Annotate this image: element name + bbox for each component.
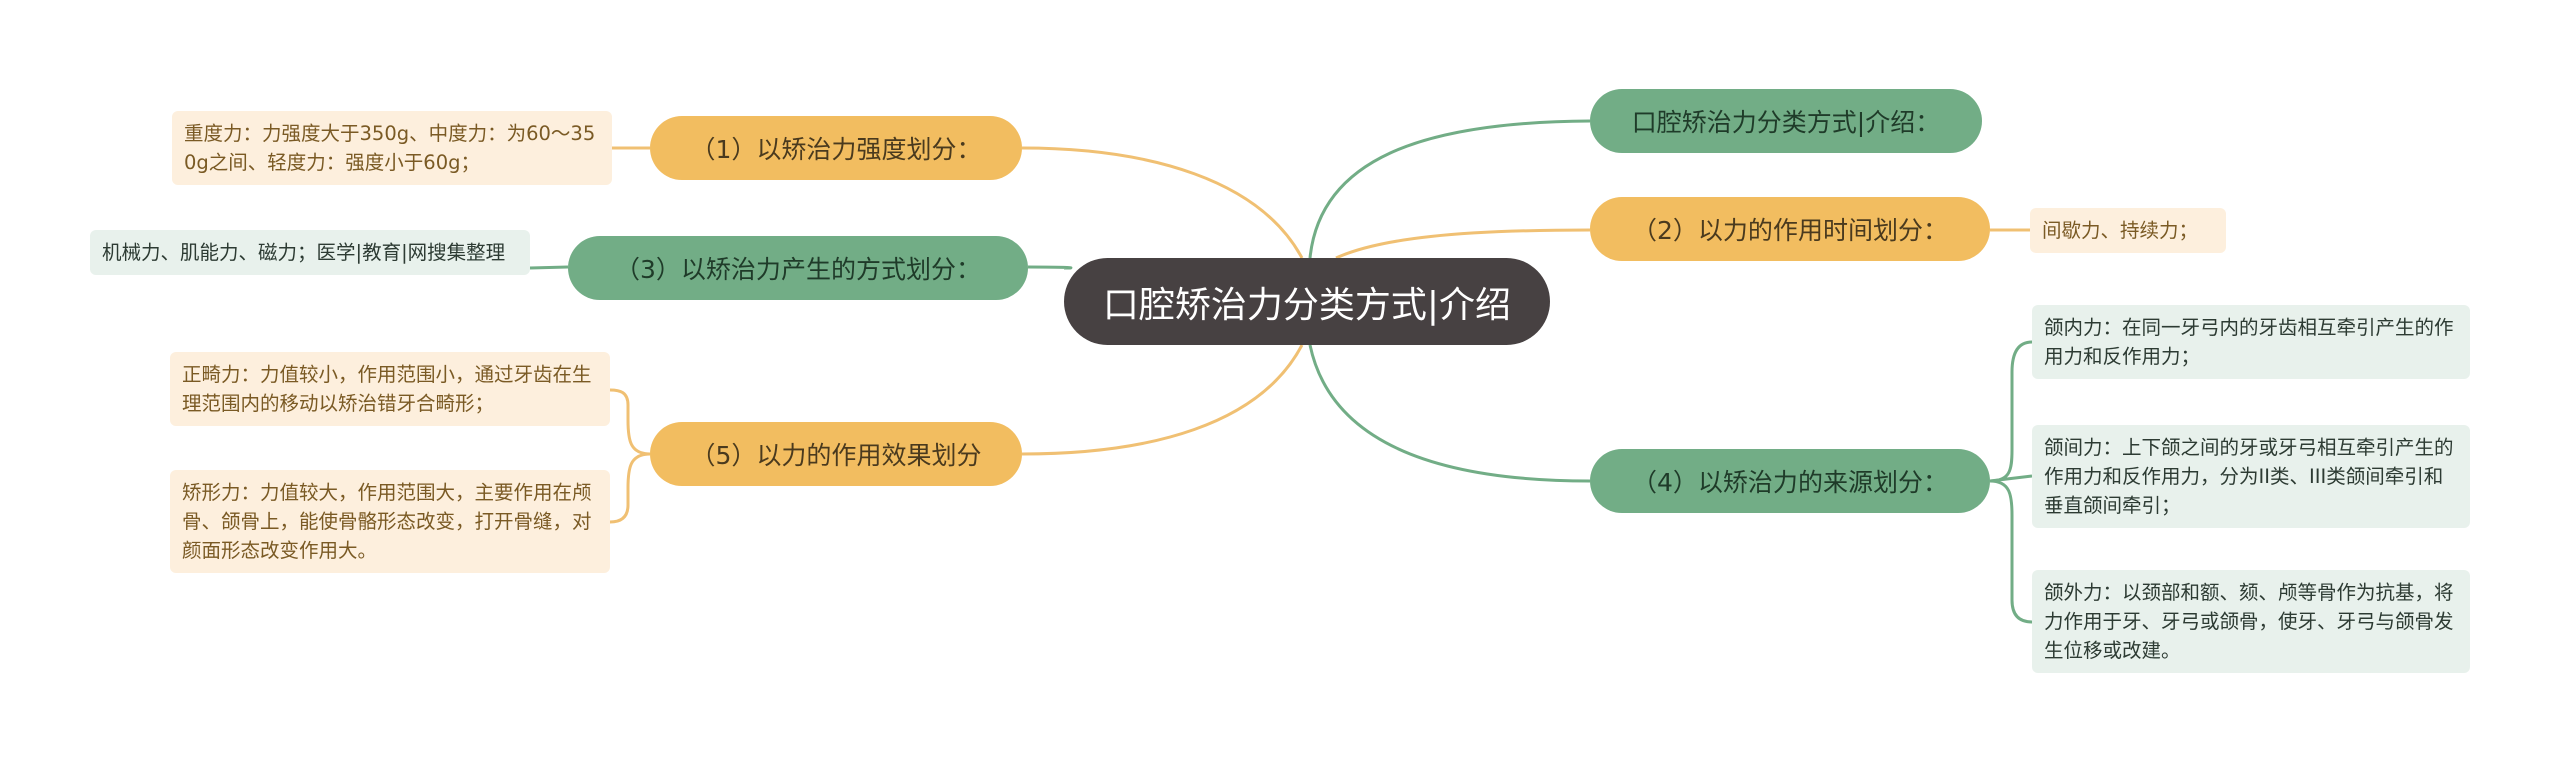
link-b5-l5a xyxy=(609,388,651,456)
leaf-orthodontic-force: 正畸力：力值较小，作用范围小，通过牙齿在生理范围内的移动以矫治错牙合畸形； xyxy=(170,352,610,426)
link-root-b4 xyxy=(1308,344,1591,483)
branch-intro-label: 口腔矫治力分类方式|介绍： xyxy=(1631,108,1941,137)
leaf-generation-text: 机械力、肌能力、磁力；医学|教育|网搜集整理 xyxy=(102,241,506,264)
branch-source-label: （4）以矫治力的来源划分： xyxy=(1632,468,1948,497)
leaf-intermaxillary-force: 颌间力：上下颌之间的牙或牙弓相互牵引产生的作用力和反作用力，分为II类、III类… xyxy=(2032,425,2470,528)
link-root-b2 xyxy=(1335,228,1591,260)
branch-duration[interactable]: （2）以力的作用时间划分： xyxy=(1590,197,1990,261)
link-root-intro xyxy=(1308,119,1591,259)
link-root-b1 xyxy=(1021,146,1304,259)
branch-generation-label: （3）以矫治力产生的方式划分： xyxy=(615,255,981,284)
branch-generation[interactable]: （3）以矫治力产生的方式划分： xyxy=(568,236,1028,300)
root-node[interactable]: 口腔矫治力分类方式|介绍 xyxy=(1064,258,1550,345)
branch-intro[interactable]: 口腔矫治力分类方式|介绍： xyxy=(1590,89,1982,153)
link-b5-l5b xyxy=(609,452,651,524)
leaf-duration-text: 间歇力、持续力； xyxy=(2042,219,2199,242)
leaf-orthodontic-text: 正畸力：力值较小，作用范围小，通过牙齿在生理范围内的移动以矫治错牙合畸形； xyxy=(182,363,592,415)
link-root-b3 xyxy=(1027,265,1073,270)
branch-duration-label: （2）以力的作用时间划分： xyxy=(1632,216,1948,245)
leaf-orthopedic-text: 矫形力：力值较大，作用范围大，主要作用在颅骨、颌骨上，能使骨骼形态改变，打开骨缝… xyxy=(182,481,592,562)
leaf-intraoral-text: 颌内力：在同一牙弓内的牙齿相互牵引产生的作用力和反作用力； xyxy=(2044,316,2454,368)
link-b4-l4c xyxy=(1989,479,2033,624)
leaf-strength-text: 重度力：力强度大于350g、中度力：为60～350g之间、轻度力：强度小于60g… xyxy=(184,122,596,174)
leaf-duration-detail: 间歇力、持续力； xyxy=(2030,208,2226,253)
leaf-intraoral-force: 颌内力：在同一牙弓内的牙齿相互牵引产生的作用力和反作用力； xyxy=(2032,305,2470,379)
leaf-strength-detail: 重度力：力强度大于350g、中度力：为60～350g之间、轻度力：强度小于60g… xyxy=(172,111,612,185)
branch-effect[interactable]: （5）以力的作用效果划分 xyxy=(650,422,1022,486)
branch-effect-label: （5）以力的作用效果划分 xyxy=(690,441,982,470)
leaf-extraoral-force: 颌外力：以颈部和额、颏、颅等骨作为抗基，将力作用于牙、牙弓或颌骨，使牙、牙弓与颌… xyxy=(2032,570,2470,673)
leaf-orthopedic-force: 矫形力：力值较大，作用范围大，主要作用在颅骨、颌骨上，能使骨骼形态改变，打开骨缝… xyxy=(170,470,610,573)
link-b4-l4a xyxy=(1989,340,2033,483)
link-b4-l4b xyxy=(1989,474,2033,483)
root-label: 口腔矫治力分类方式|介绍 xyxy=(1102,284,1512,326)
branch-strength-label: （1）以矫治力强度划分： xyxy=(690,135,982,164)
branch-strength[interactable]: （1）以矫治力强度划分： xyxy=(650,116,1022,180)
link-root-b5 xyxy=(1021,344,1304,456)
link-b3-l3 xyxy=(529,265,569,270)
branch-source[interactable]: （4）以矫治力的来源划分： xyxy=(1590,449,1990,513)
leaf-intermaxillary-text: 颌间力：上下颌之间的牙或牙弓相互牵引产生的作用力和反作用力，分为II类、III类… xyxy=(2044,436,2454,517)
leaf-generation-detail: 机械力、肌能力、磁力；医学|教育|网搜集整理 xyxy=(90,230,530,275)
leaf-extraoral-text: 颌外力：以颈部和额、颏、颅等骨作为抗基，将力作用于牙、牙弓或颌骨，使牙、牙弓与颌… xyxy=(2044,581,2454,662)
